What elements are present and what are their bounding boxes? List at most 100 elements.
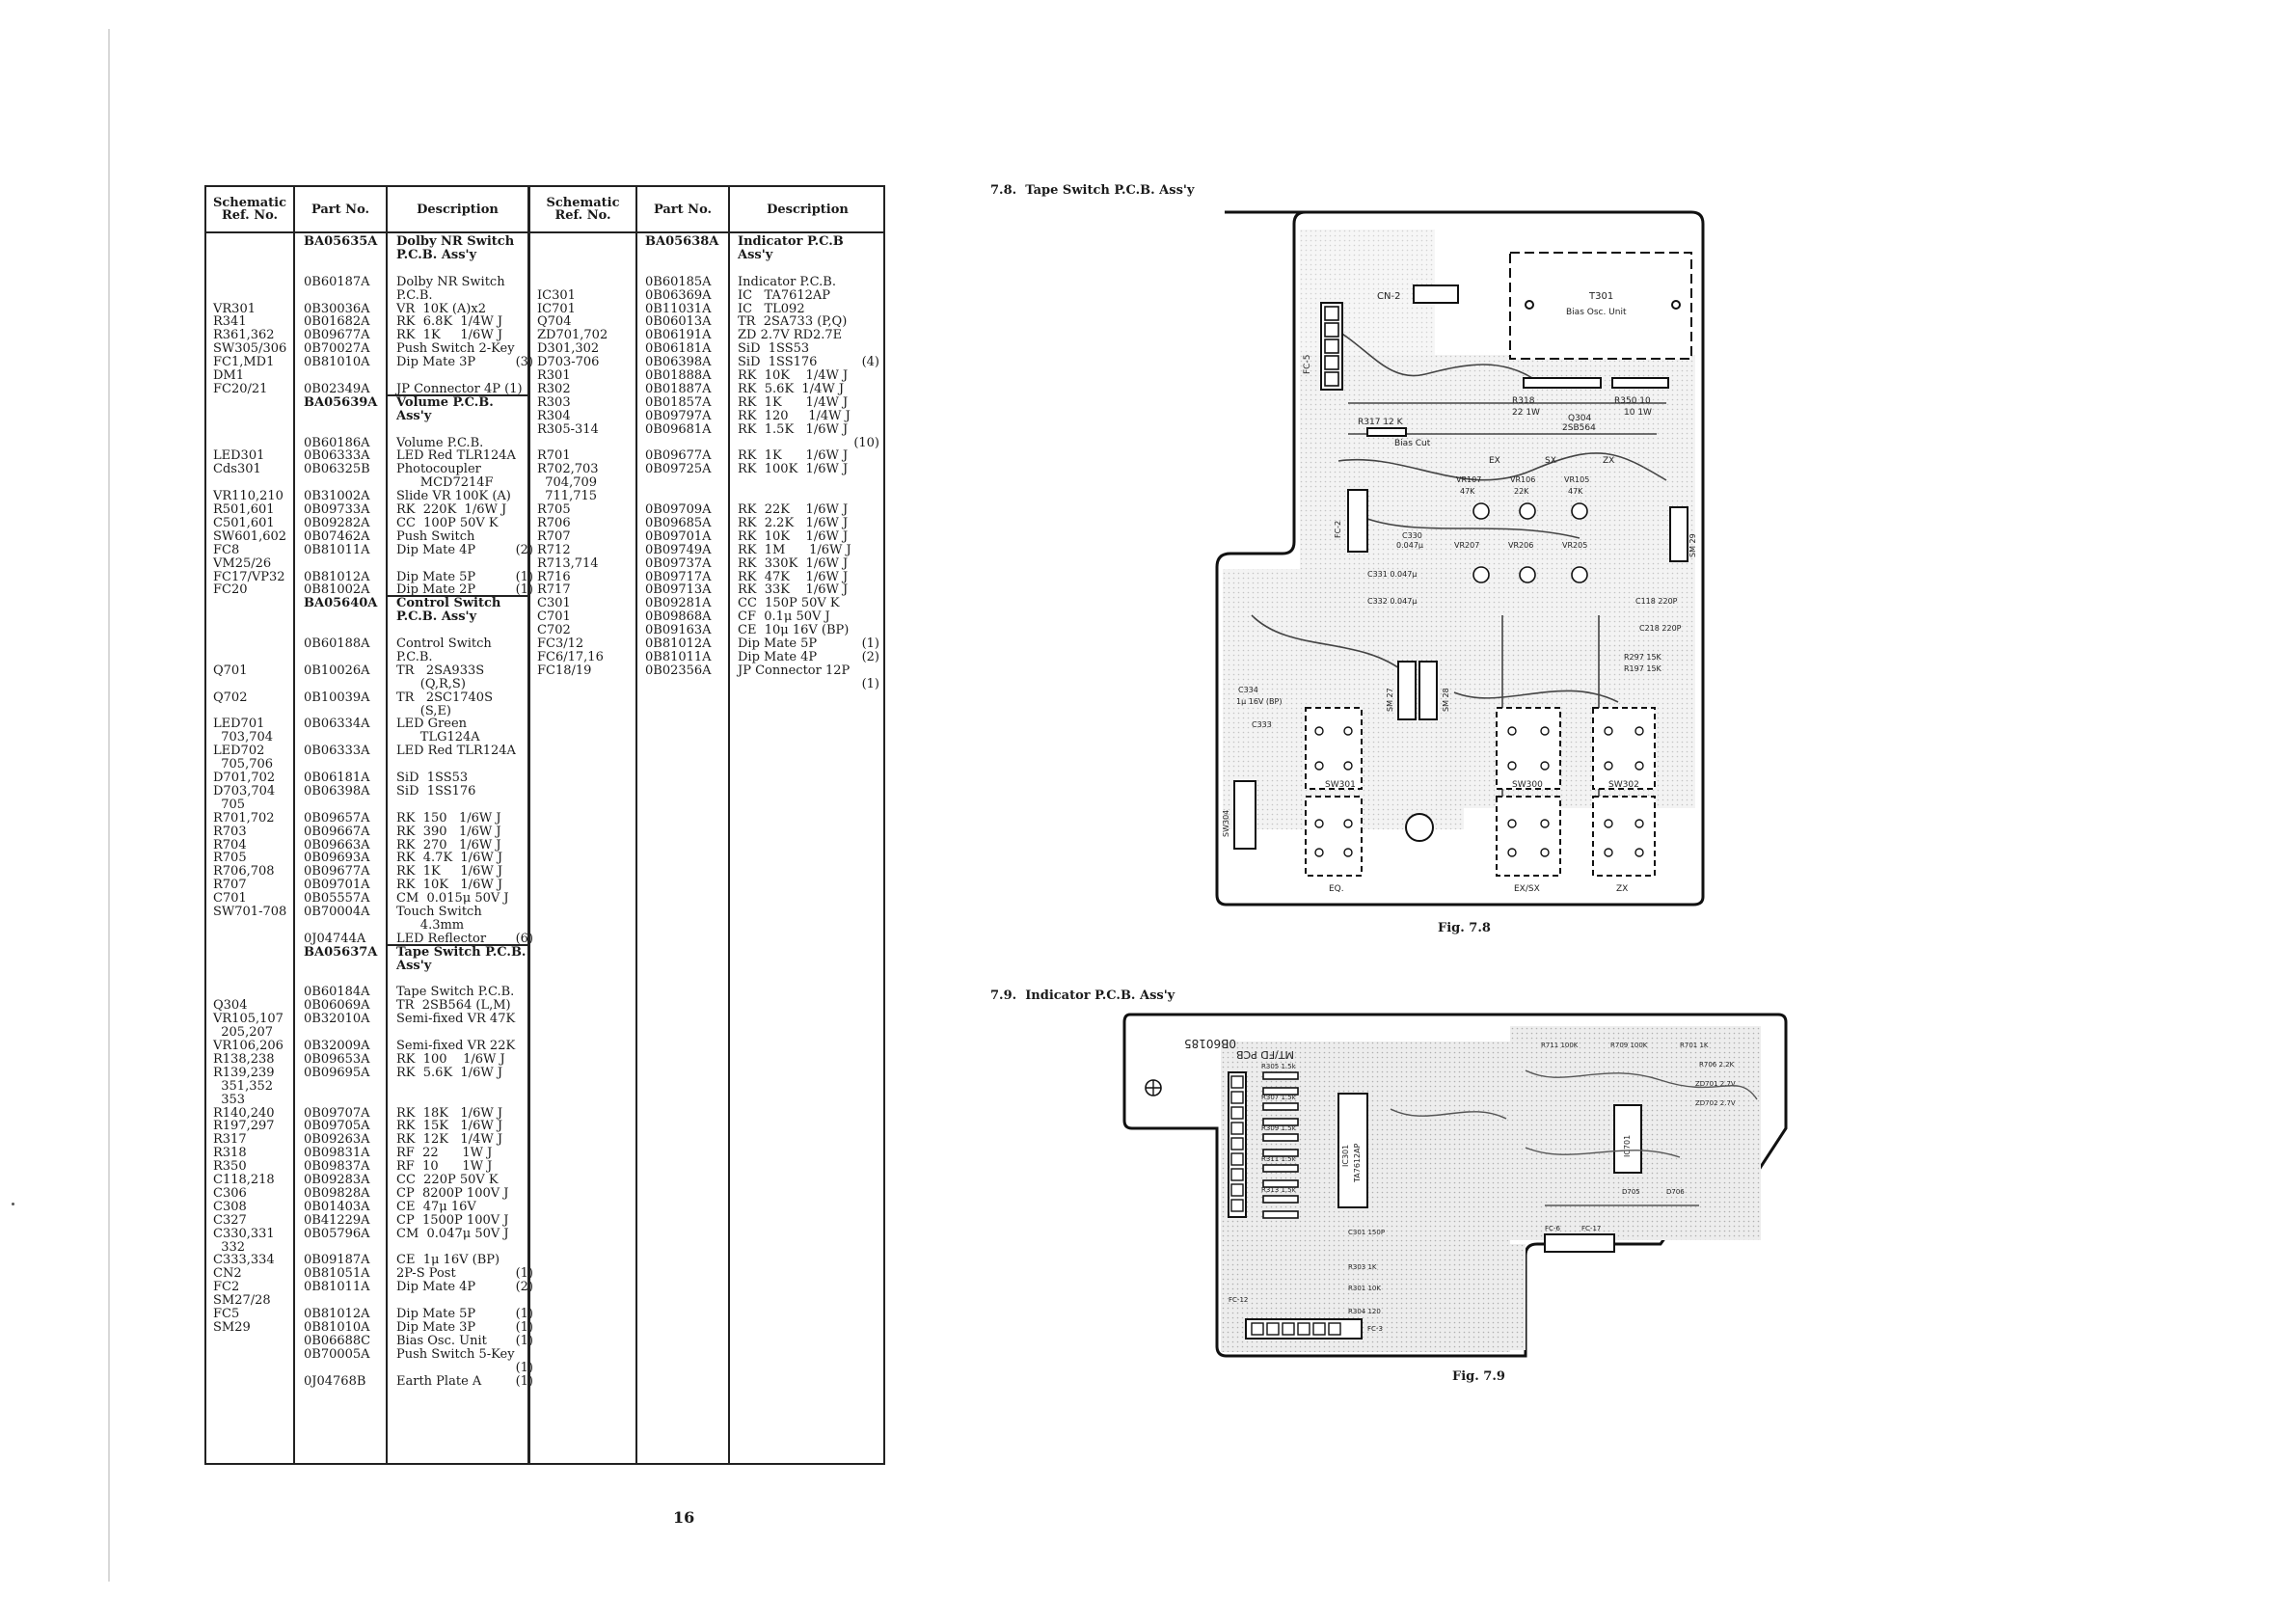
schematic-ref-cell-text: R301 <box>537 368 571 383</box>
part-no-cell: BA05638A <box>645 235 718 249</box>
schematic-ref-cell: FC17/VP32 <box>213 570 285 584</box>
description-cell-text: RK 120 1/4W J <box>738 408 851 423</box>
schematic-ref-cell: R701,702 <box>213 811 275 826</box>
header-part-no: Part No. <box>653 202 713 217</box>
schematic-ref-cell: LED702 <box>213 744 264 758</box>
description-cell: RK 47K 1/6W J <box>738 570 881 584</box>
schematic-ref-cell-text: R702,703 <box>537 462 599 477</box>
part-no-cell-text: 0B09837A <box>304 1159 370 1175</box>
description-cell-text: CP 1500P 100V J <box>396 1212 509 1228</box>
description-cell: CC 150P 50V K <box>738 597 881 610</box>
schematic-ref-cell-text: FC1,MD1 <box>213 355 275 370</box>
part-no-cell: BA05637A <box>304 945 377 960</box>
schematic-ref-cell: R361,362 <box>213 329 275 342</box>
label-r317: R317 12 K <box>1358 418 1404 427</box>
part-no-cell-text: 0B10026A <box>304 663 370 678</box>
description-cell-text: TR 2SB564 (L,M) <box>396 998 511 1014</box>
schematic-ref-cell: Q702 <box>213 690 247 705</box>
schematic-ref-cell-text: C333,334 <box>213 1253 275 1268</box>
part-no-cell-text: 0B09713A <box>645 582 712 598</box>
label-t301: T301 <box>1588 291 1613 302</box>
description-cell: RK 4.7K 1/6W J <box>396 852 535 865</box>
schematic-ref-cell: D703-706 <box>537 356 599 369</box>
label-ex: EX <box>1489 456 1500 466</box>
description-cell: (Q,R,S) <box>396 677 535 691</box>
description-cell-text: CC 100P 50V K <box>396 515 499 530</box>
part-no-cell-text: 0B09667A <box>304 824 370 839</box>
description-cell-text: Dolby NR Switch <box>396 274 505 289</box>
schematic-ref-cell: C501,601 <box>213 516 275 530</box>
schematic-ref-cell-text: R712 <box>537 542 571 557</box>
part-no-cell-text: 0B09701A <box>645 528 712 544</box>
schematic-ref-cell: C702 <box>537 624 571 637</box>
part-no-cell: 0B60184A <box>304 986 370 999</box>
description-cell-text: RF 22 1W J <box>396 1146 493 1161</box>
part-no-cell: 0B09187A <box>304 1254 370 1267</box>
schematic-ref-cell-text: VM25/26 <box>213 555 272 571</box>
part-no-cell-text: 0B09681A <box>645 421 712 437</box>
description-cell-text: CM 0.047μ 50V J <box>396 1226 509 1241</box>
part-no-cell: 0B09677A <box>304 865 370 879</box>
schematic-ref-cell-text: FC6/17,16 <box>537 649 604 664</box>
description-cell: RK 10K 1/6W J <box>396 879 535 892</box>
label-sw300: SW300 <box>1512 780 1543 790</box>
schematic-ref-cell: R706 <box>537 516 571 530</box>
description-cell: LED Red TLR124A <box>396 449 535 463</box>
part-no-cell: 0B06398A <box>304 784 370 798</box>
description-cell-text: RF 10 1W J <box>396 1159 493 1175</box>
schematic-ref-cell: 705,706 <box>213 758 273 771</box>
schematic-ref-cell: VM25/26 <box>213 555 272 571</box>
schematic-ref-cell-text: R350 <box>213 1159 247 1175</box>
schematic-ref-cell: SW305/306 <box>213 342 286 356</box>
schematic-ref-cell-text: R341 <box>213 314 247 330</box>
schematic-ref-cell: FC8 <box>213 543 239 557</box>
part-no-cell: 0B09828A <box>304 1186 370 1201</box>
schematic-ref-cell-text: CN2 <box>213 1266 242 1282</box>
schematic-ref-cell: 703,704 <box>213 731 273 744</box>
description-cell-text: RK 5.6K 1/4W J <box>738 381 845 396</box>
label-r311: R311 1.5k <box>1261 1155 1297 1163</box>
description-cell-text: Dip Mate 4P <box>396 542 476 557</box>
schematic-ref-cell: R302 <box>537 382 571 396</box>
label-sx: SX <box>1545 456 1556 466</box>
schematic-ref-cell: LED701 <box>213 717 264 731</box>
description-cell: RK 1K 1/6W J <box>396 329 535 342</box>
schematic-ref-cell-text: 711,715 <box>537 489 598 504</box>
description-cell: JP Connector 12P <box>738 663 881 678</box>
part-no-cell: 0B09705A <box>304 1120 370 1133</box>
description-cell: ZD 2.7V RD2.7E <box>738 329 881 342</box>
description-cell: CP 8200P 100V J <box>396 1186 535 1201</box>
part-no-cell-text: 0B06688C <box>304 1333 371 1348</box>
description-cell-text: P.C.B. Ass'y <box>396 247 477 262</box>
part-no-cell-text: 0J04768B <box>304 1373 366 1389</box>
section-heading-7-8: 7.8. Tape Switch P.C.B. Ass'y <box>990 183 1195 198</box>
description-cell: RK 22K 1/6W J <box>738 503 881 517</box>
part-no-cell-text: 0B09737A <box>645 555 712 571</box>
schematic-ref-cell: FC2 <box>213 1281 239 1294</box>
schematic-ref-cell: D701,702 <box>213 771 275 785</box>
description-cell: LED Reflector(6) <box>396 932 535 946</box>
label-r701: R701 1K <box>1680 1042 1709 1049</box>
description-cell-text: RK 33K 1/6W J <box>738 582 849 598</box>
description-cell-text: RK 12K 1/4W J <box>396 1132 503 1148</box>
quantity: (2) <box>861 649 879 664</box>
schematic-ref-cell-text: FC18/19 <box>537 663 592 678</box>
description-cell-text: Dip Mate 5P <box>396 569 476 584</box>
schematic-ref-cell-text: VR105,107 <box>213 1012 284 1027</box>
schematic-ref-cell-text: 351,352 <box>213 1078 274 1094</box>
part-no-cell-text: 0B09281A <box>645 596 712 611</box>
part-no-cell: 0B09797A <box>645 409 712 423</box>
schematic-ref-cell-text: SW601,602 <box>213 528 287 544</box>
description-cell-text: RK 4.7K 1/6W J <box>396 851 503 866</box>
description-cell: Bias Osc. Unit(1) <box>396 1334 535 1348</box>
description-cell: LED Red TLR124A <box>396 744 535 758</box>
description-cell: Dip Mate 2P(1) <box>396 583 535 597</box>
description-cell-text: 2P-S Post <box>396 1266 456 1282</box>
label-fc17: FC-17 <box>1581 1225 1601 1232</box>
schematic-ref-cell-text: D701,702 <box>213 771 276 785</box>
label-sw301: SW301 <box>1325 780 1356 790</box>
description-cell-text: Indicator P.C.B. <box>738 274 836 289</box>
section-rule <box>388 943 527 946</box>
schematic-ref-cell: FC5 <box>213 1308 239 1321</box>
label-sm27: SM 27 <box>1386 688 1394 712</box>
